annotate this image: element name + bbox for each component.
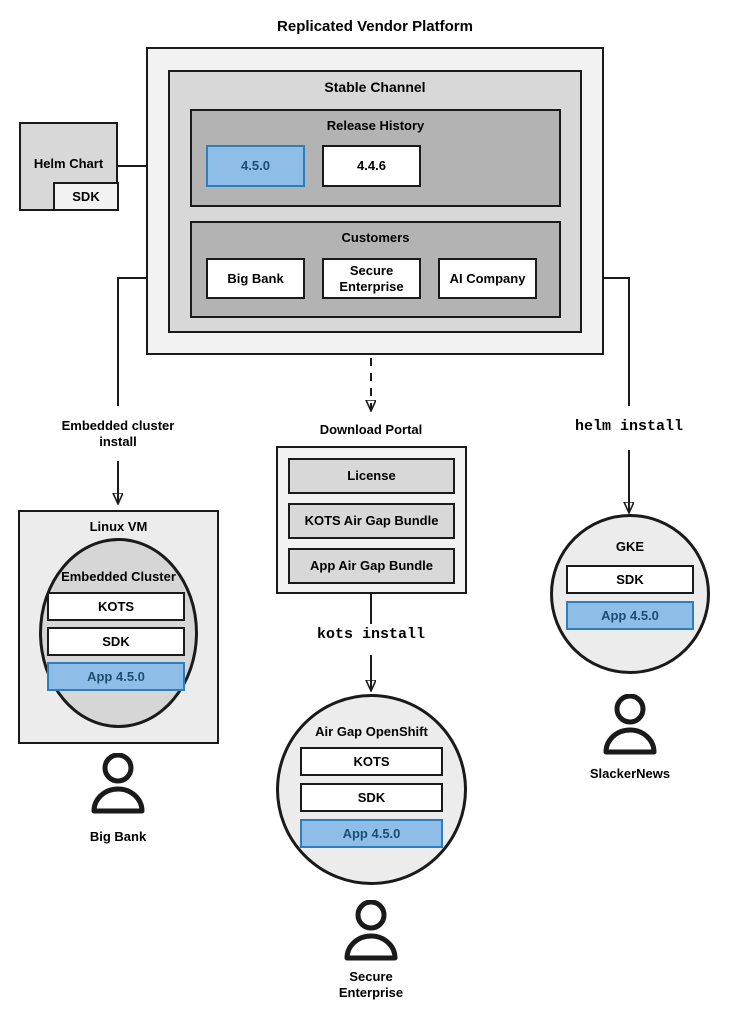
gke-component-app[interactable]: App 4.5.0: [566, 601, 694, 630]
user-icon-big-bank: [91, 753, 145, 814]
gke-title: GKE: [615, 539, 645, 554]
user-label-big-bank: Big Bank: [89, 829, 147, 844]
openshift-component-app[interactable]: App 4.5.0: [300, 819, 443, 848]
diagram-title: Replicated Vendor Platform: [277, 18, 473, 35]
customer-ai-company[interactable]: AI Company: [438, 258, 537, 299]
helm-chart-sdk-box[interactable]: SDK: [53, 182, 119, 211]
gke-circle: [550, 514, 710, 674]
connector-label-helm-install: helm install: [574, 418, 684, 435]
gke-component-sdk[interactable]: SDK: [566, 565, 694, 594]
linux-vm-component-app[interactable]: App 4.5.0: [47, 662, 185, 691]
linux-vm-component-sdk[interactable]: SDK: [47, 627, 185, 656]
release-item-4-4-6[interactable]: 4.4.6: [322, 145, 421, 187]
connector-label-kots-install: kots install: [316, 626, 426, 643]
user-label-secure-enterprise: Secure Enterprise: [338, 969, 404, 1000]
openshift-component-kots[interactable]: KOTS: [300, 747, 443, 776]
release-history-title: Release History: [326, 118, 425, 133]
download-artifact-license[interactable]: License: [288, 458, 455, 494]
stable-channel-title: Stable Channel: [324, 79, 426, 95]
download-artifact-app-air-gap-bundle[interactable]: App Air Gap Bundle: [288, 548, 455, 584]
linux-vm-component-kots[interactable]: KOTS: [47, 592, 185, 621]
download-artifact-kots-air-gap-bundle[interactable]: KOTS Air Gap Bundle: [288, 503, 455, 539]
customer-big-bank[interactable]: Big Bank: [206, 258, 305, 299]
download-portal-title: Download Portal: [319, 422, 423, 437]
linux-vm-title: Linux VM: [89, 519, 148, 534]
connector-label-embedded-cluster-install: Embedded cluster install: [61, 418, 175, 449]
openshift-component-sdk[interactable]: SDK: [300, 783, 443, 812]
user-icon-secure-enterprise: [344, 900, 398, 961]
air-gap-openshift-title: Air Gap OpenShift: [315, 724, 428, 739]
customers-title: Customers: [341, 230, 410, 245]
release-item-4-5-0[interactable]: 4.5.0: [206, 145, 305, 187]
embedded-cluster-title: Embedded Cluster: [61, 569, 176, 584]
helm-chart-label: Helm Chart: [33, 156, 104, 171]
user-label-slackernews: SlackerNews: [589, 766, 671, 781]
customer-secure-enterprise[interactable]: Secure Enterprise: [322, 258, 421, 299]
user-icon-slackernews: [603, 694, 657, 755]
